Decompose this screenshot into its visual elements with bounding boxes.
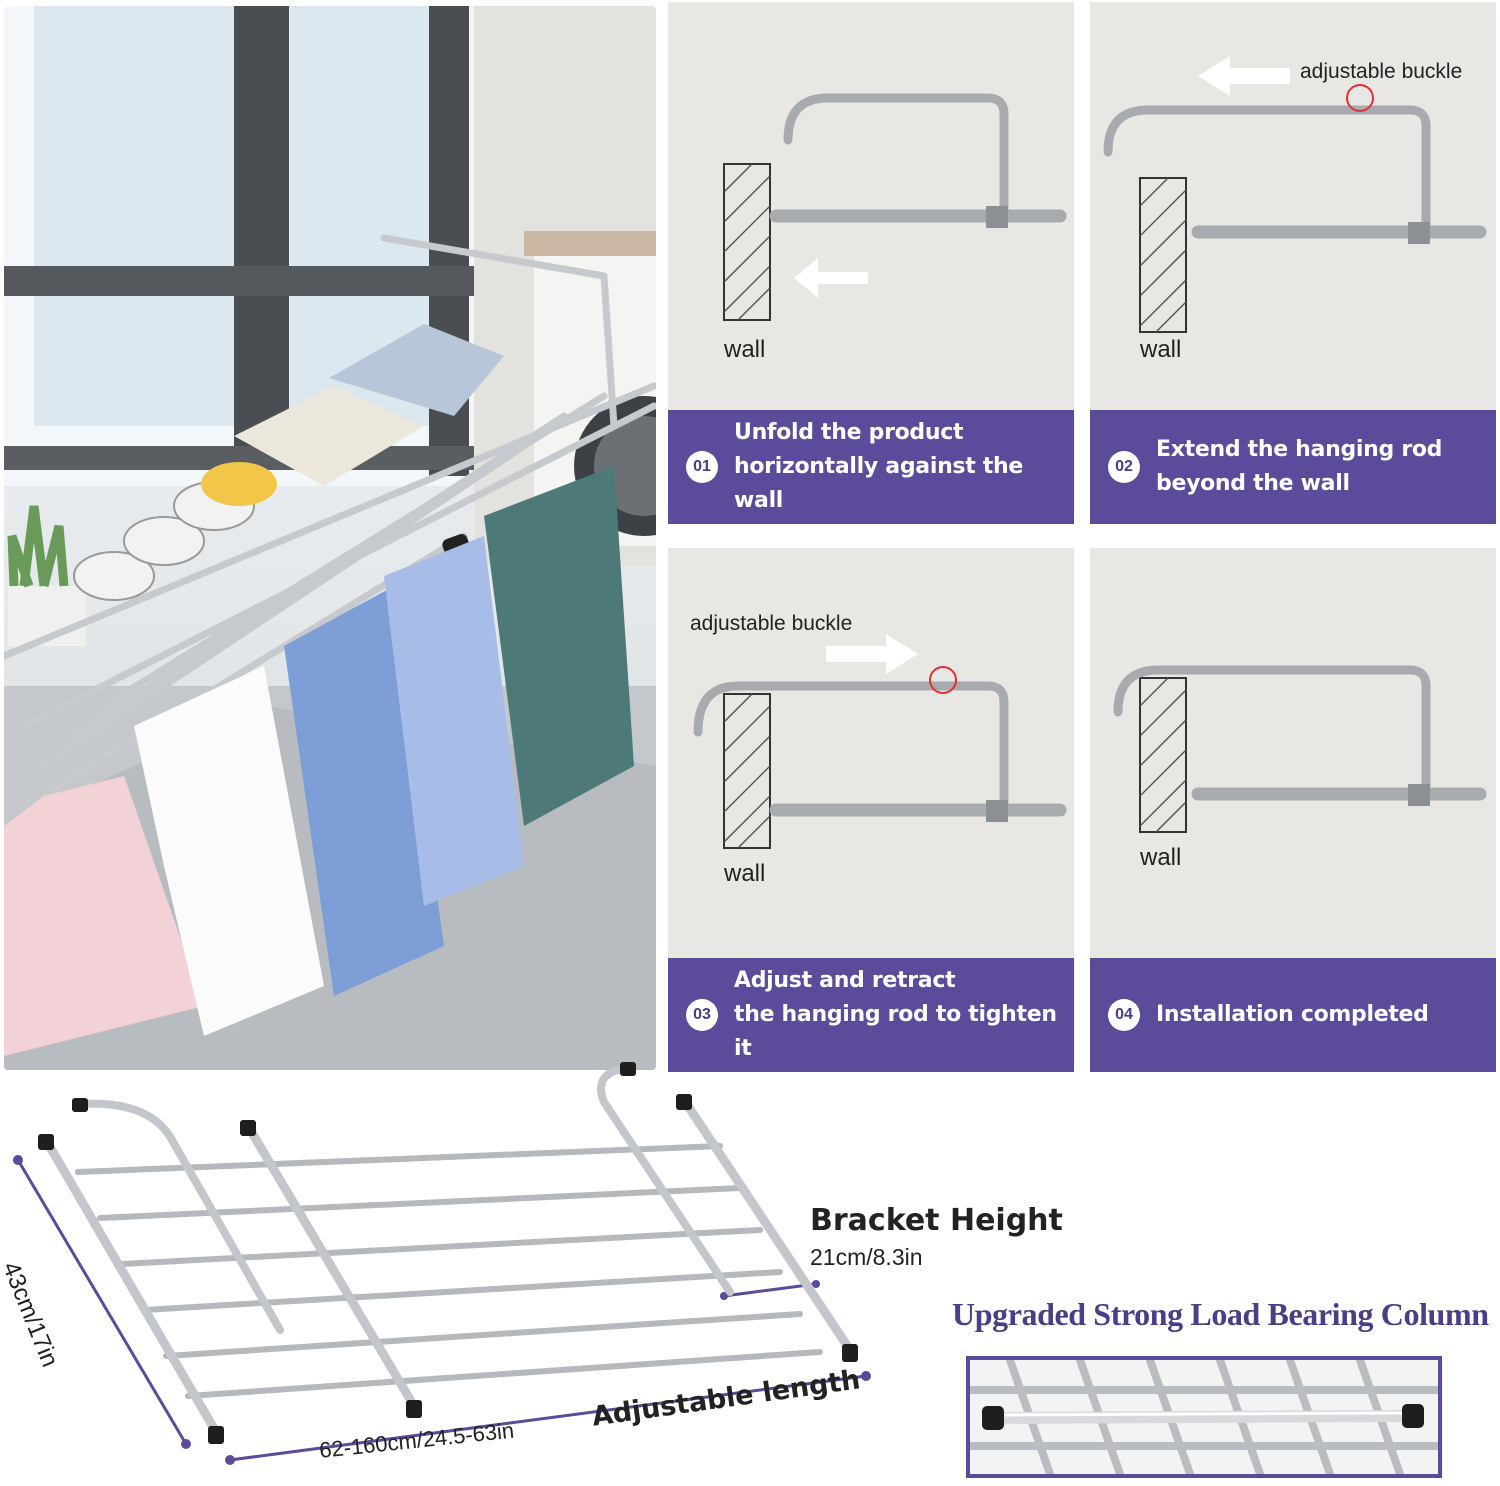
buckle-label: adjustable buckle [690,612,853,635]
step-text-line1: Adjust and retract [734,968,956,993]
wall-label: wall [1140,844,1182,871]
bracket-height-title: Bracket Height [810,1203,1063,1238]
column-closeup-image [970,1360,1438,1474]
installation-diagram [1103,56,1487,333]
step-text-line1: Installation completed [1156,1002,1429,1027]
step-text: Unfold the product horizontally against … [734,416,1074,518]
step-caption: 03 Adjust and retract the hanging rod to… [668,958,1074,1072]
step-text: Adjust and retract the hanging rod to ti… [734,964,1074,1066]
step-text-line2: beyond the wall [1156,471,1350,496]
wall-label: wall [1140,336,1182,363]
width-dimension-line [16,1159,188,1445]
installation-diagram [1113,665,1487,833]
step-caption: 01 Unfold the product horizontally again… [668,410,1074,524]
step-panel-04: wall 04 Installation completed [1090,548,1496,1072]
step-text: Extend the hanging rod beyond the wall [1156,433,1442,501]
buckle-marker [929,666,957,694]
arrow-right-icon [826,634,918,674]
step-number: 02 [1108,451,1140,483]
buckle-marker [1346,84,1374,112]
wall-label: wall [724,860,766,887]
installation-diagram [723,93,1067,321]
hanging-rod [693,681,1009,807]
step-text: Installation completed [1156,998,1429,1032]
height-dimension-line [723,1282,817,1298]
step-panel-02: adjustable buckle wall 02 Extend the han… [1090,2,1496,524]
left-hook [76,1099,284,1334]
end-caps [38,1062,858,1444]
hanging-rod [1103,105,1431,235]
length-dimension-line [229,1374,867,1462]
arrow-left-icon [794,258,868,298]
step-panel-01: wall 01 Unfold the product horizontally … [668,2,1074,524]
step-text-line2: the hanging rod to tighten it [734,1002,1057,1061]
step-text-line1: Extend the hanging rod [1156,437,1443,462]
step-number: 04 [1108,999,1140,1031]
right-hook [597,1064,734,1296]
wall-block [1139,177,1187,333]
load-bearing-title: Upgraded Strong Load Bearing Column [952,1296,1489,1332]
load-bearing-closeup [966,1356,1442,1478]
arrow-left-icon [1198,56,1290,96]
step-number: 01 [686,451,718,483]
step-number: 03 [686,999,718,1031]
product-photo [4,6,656,1070]
step-caption: 04 Installation completed [1090,958,1496,1072]
step-text-line2: horizontally against the wall [734,454,1024,513]
hanging-rod [783,93,1009,217]
wall-block [1139,677,1187,833]
wall-block [723,693,771,849]
laundry-room-scene [4,6,656,1070]
bracket-height-value: 21cm/8.3in [810,1244,923,1270]
step-panel-03: adjustable buckle wall 03 Adjust and ret… [668,548,1074,1072]
buckle-label: adjustable buckle [1300,60,1463,83]
wall-block [723,163,771,321]
side-rails [41,1095,855,1437]
rack-dimension-drawing [13,1062,871,1465]
installation-diagram [693,634,1067,849]
hanging-rod [1113,665,1431,791]
step-caption: 02 Extend the hanging rod beyond the wal… [1090,410,1496,524]
crossbars [75,1143,823,1399]
wall-label: wall [724,336,766,363]
step-text-line1: Unfold the product [734,420,964,445]
